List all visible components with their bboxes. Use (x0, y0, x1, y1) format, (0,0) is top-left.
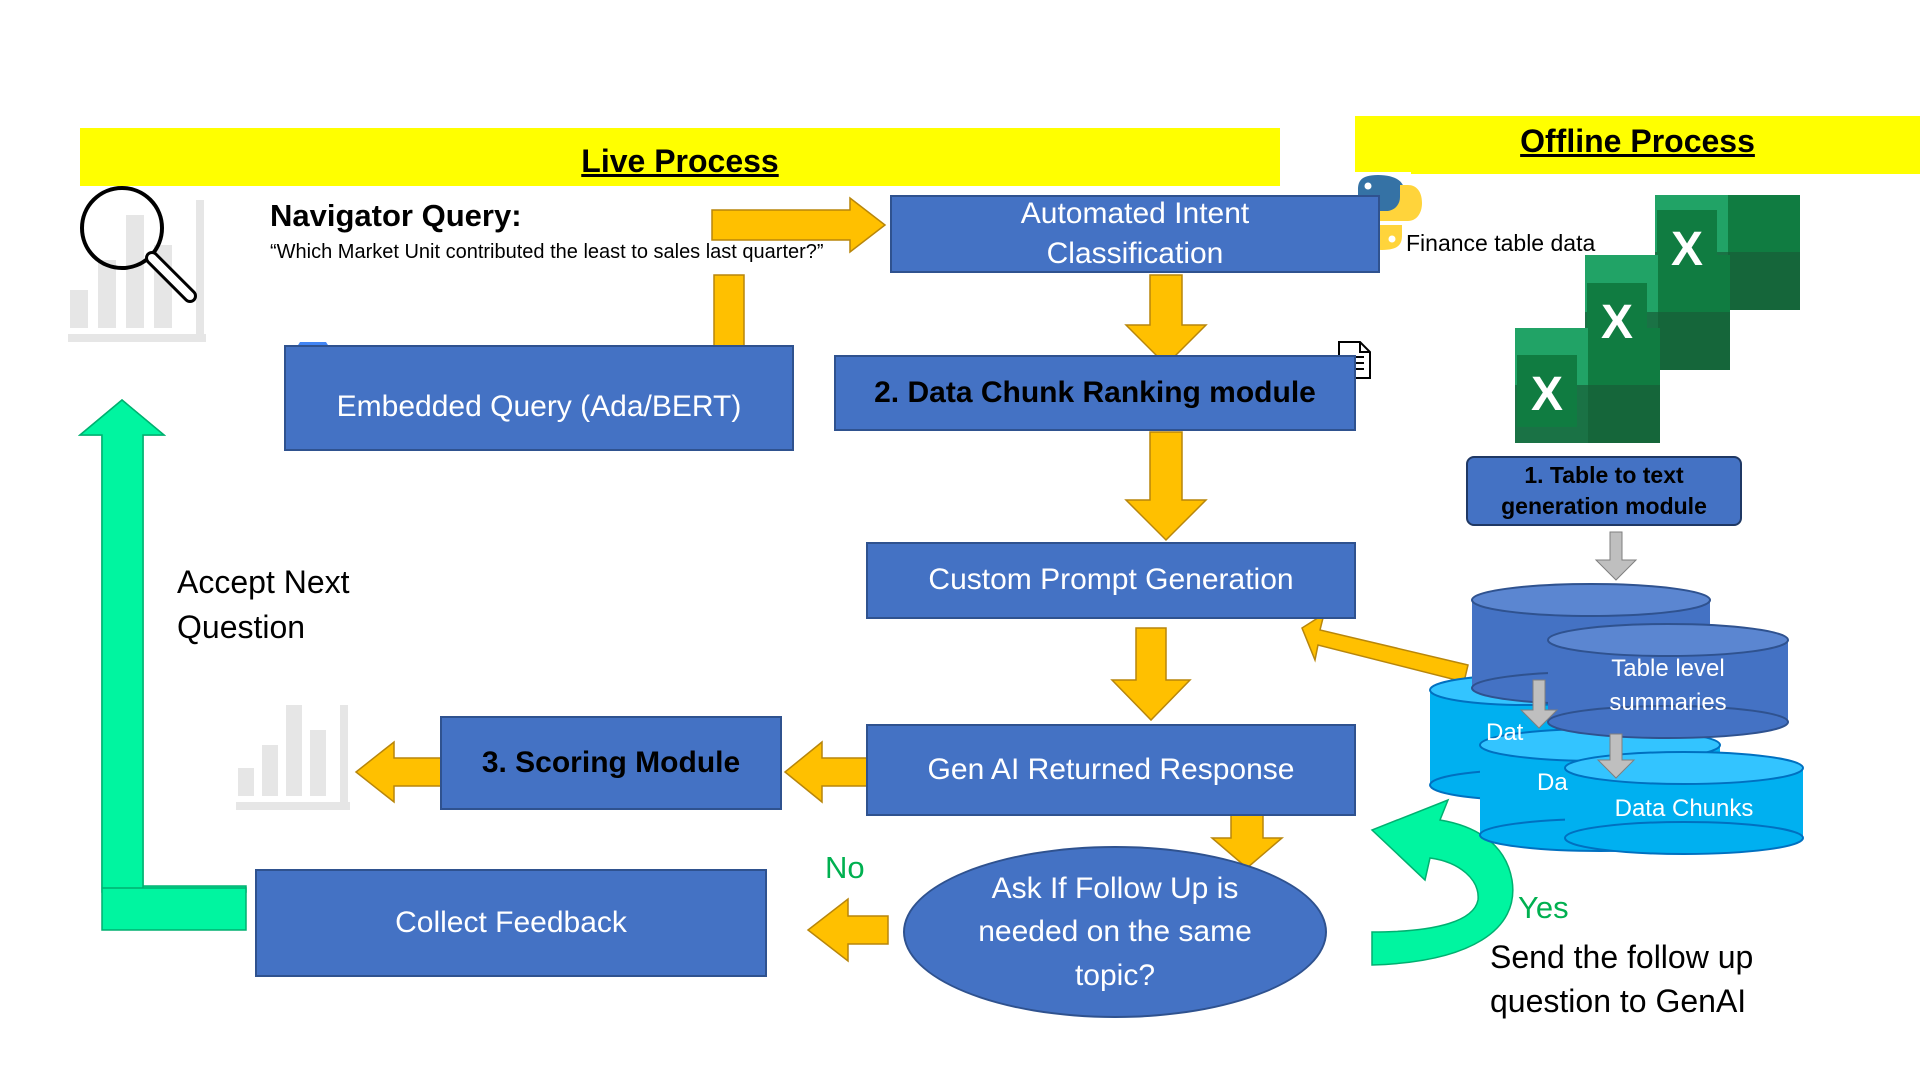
arrow-response-to-scoring (783, 740, 871, 804)
arrow-db-small-2-top (1596, 733, 1636, 779)
excel-letter-front: X (1530, 368, 1563, 421)
genai-response-label: Gen AI Returned Response (927, 752, 1295, 786)
scoring-module-label: 3. Scoring Module (481, 745, 741, 779)
arrow-followup-to-feedback (806, 897, 889, 963)
data-chunks-partial-label-2: Da (1537, 769, 1568, 796)
arrow-response-to-followup (1209, 811, 1285, 869)
data-chunk-ranking-label: 2. Data Chunk Ranking module (874, 375, 1316, 409)
magnifier-chart-icon (68, 186, 206, 342)
offline-process-banner: Offline Process (1355, 116, 1920, 174)
arrow-accept-next-loop-body (77, 399, 247, 931)
table-summaries-label: Table level summaries (1609, 655, 1727, 716)
accept-next-question-label: Accept Next Question (177, 564, 350, 645)
arrow-prompt-to-response (1110, 627, 1192, 722)
genai-response-box: Gen AI Returned Response (866, 724, 1356, 816)
arrow-yes-loop (1370, 798, 1514, 966)
intent-classification-box: Automated Intent Classification (890, 195, 1380, 273)
yes-label: Yes (1518, 890, 1569, 925)
arrow-query-to-intent (711, 196, 887, 254)
navigator-query-title: Navigator Query: (270, 198, 522, 233)
live-process-banner: Live Process (80, 128, 1280, 186)
scoring-module-box: 3. Scoring Module (440, 716, 782, 810)
arrow-scoring-to-chart (354, 740, 443, 804)
excel-letter-middle: X (1600, 296, 1633, 349)
excel-icon-middle (1585, 255, 1730, 370)
embedded-query-label: Embedded Query (Ada/BERT) (336, 389, 742, 423)
navigator-query-text: “Which Market Unit contributed the least… (270, 241, 824, 263)
table-to-text-box: 1. Table to text generation module (1466, 456, 1742, 526)
arrow-offline-to-prompt (1301, 612, 1469, 683)
arrow-db-small-1-top (1519, 679, 1559, 729)
intent-classification-label: Automated Intent Classification (1020, 196, 1250, 271)
excel-letter-back: X (1670, 223, 1703, 276)
embedded-query-box: Embedded Query (Ada/BERT) (284, 345, 794, 451)
arrow-intent-to-ranking (1124, 274, 1208, 367)
excel-icon-front (1515, 328, 1660, 443)
custom-prompt-box: Custom Prompt Generation (866, 542, 1356, 619)
collect-feedback-label: Collect Feedback (395, 905, 627, 939)
send-follow-up-label: Send the follow up question to GenAI (1490, 939, 1754, 1020)
follow-up-decision: Ask If Follow Up is needed on the same t… (903, 846, 1327, 1018)
chart-icon (236, 705, 350, 810)
no-label: No (825, 850, 865, 885)
arrow-ranking-to-prompt (1124, 431, 1208, 542)
database-table-summaries (1547, 623, 1789, 739)
custom-prompt-label: Custom Prompt Generation (928, 563, 1294, 597)
table-to-text-label: 1. Table to text generation module (1501, 461, 1707, 519)
live-process-title: Live Process (581, 143, 779, 179)
follow-up-decision-label: Ask If Follow Up is needed on the same t… (978, 871, 1252, 992)
collect-feedback-box: Collect Feedback (255, 869, 767, 977)
offline-process-title: Offline Process (1520, 123, 1755, 159)
arrow-table-to-db (1594, 531, 1638, 581)
finance-table-data-label: Finance table data (1406, 230, 1596, 256)
data-chunks-partial-label-1: Dat (1486, 719, 1524, 746)
data-chunk-ranking-box: 2. Data Chunk Ranking module (834, 355, 1356, 431)
data-chunks-label: Data Chunks (1614, 795, 1754, 822)
